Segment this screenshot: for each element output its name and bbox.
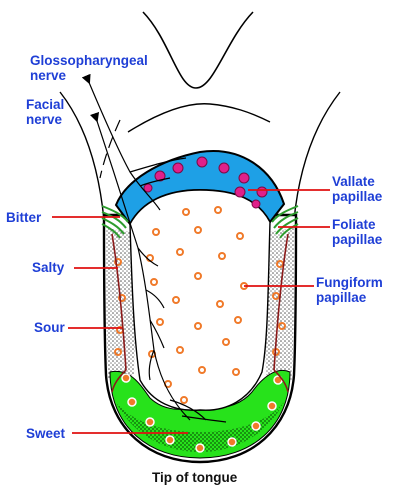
leader-lines bbox=[52, 189, 330, 434]
vallate-papillae bbox=[143, 156, 268, 209]
salty-nerve bbox=[111, 233, 289, 393]
pharynx-outline bbox=[127, 103, 271, 133]
sweet-label: Sweet bbox=[26, 426, 66, 441]
inner-tongue-outline bbox=[129, 189, 271, 411]
bitter-label: Bitter bbox=[6, 210, 42, 225]
left-throat-wall bbox=[59, 91, 105, 221]
sour-label: Sour bbox=[34, 320, 65, 335]
vallate-label-line1: Vallate bbox=[332, 174, 375, 189]
tip-papillae bbox=[121, 373, 283, 453]
glossopharyngeal-nerve-fibers bbox=[81, 73, 187, 211]
sweet-dotted-band bbox=[116, 402, 284, 452]
facial-label-line2: nerve bbox=[26, 112, 63, 127]
glossopharyngeal-label-line2: nerve bbox=[30, 68, 67, 83]
vallate-label-line2: papillae bbox=[332, 189, 383, 204]
fungiform-label-line1: Fungiform bbox=[316, 275, 383, 290]
foliate-label-line1: Foliate bbox=[332, 217, 376, 232]
glossopharyngeal-label-line1: Glossopharyngeal bbox=[30, 53, 148, 68]
right-foliate-papillae bbox=[271, 205, 299, 239]
left-foliate-papillae bbox=[101, 205, 129, 239]
foliate-label-line2: papillae bbox=[332, 232, 383, 247]
tip-of-tongue-label: Tip of tongue bbox=[152, 470, 238, 485]
facial-label-line1: Facial bbox=[26, 97, 64, 112]
right-throat-wall bbox=[293, 91, 341, 221]
fungiform-label-line2: papillae bbox=[316, 290, 367, 305]
facial-nerve-fibers bbox=[89, 111, 227, 423]
uvula-outline bbox=[142, 11, 254, 89]
salty-label: Salty bbox=[32, 260, 65, 275]
